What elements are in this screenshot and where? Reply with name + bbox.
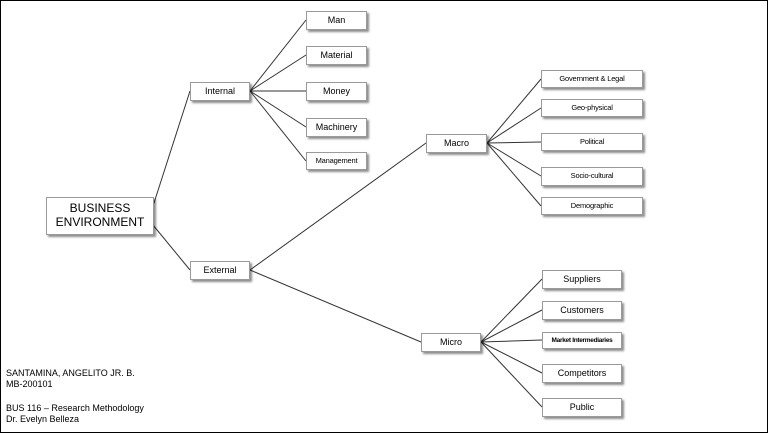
internal-label: Internal xyxy=(204,85,236,96)
government-legal-label: Government & Legal xyxy=(559,73,625,83)
material-label: Material xyxy=(320,49,353,60)
link-internal-material xyxy=(249,54,307,92)
management-label: Management xyxy=(315,155,358,165)
author-id: MB-200101 xyxy=(6,379,53,389)
link-micro-market xyxy=(480,339,543,343)
root-node: BUSINESS ENVIRONMENT xyxy=(46,197,154,235)
macro-label: Macro xyxy=(443,137,469,148)
man-label: Man xyxy=(327,14,346,25)
customers-label: Customers xyxy=(560,304,604,315)
node-public: Public xyxy=(542,398,622,417)
node-man: Man xyxy=(306,11,367,30)
instructor-name: Dr. Evelyn Belleza xyxy=(6,414,80,424)
node-management: Management xyxy=(306,152,367,170)
node-competitors: Competitors xyxy=(542,364,622,383)
node-material: Material xyxy=(306,46,367,65)
node-customers: Customers xyxy=(542,301,622,320)
link-macro-gov xyxy=(486,78,542,144)
political-label: Political xyxy=(579,136,605,146)
author-block: SANTAMINA, ANGELITO JR. B. MB-200101 xyxy=(6,368,135,390)
micro-label: Micro xyxy=(440,336,462,347)
public-label: Public xyxy=(569,401,595,412)
link-internal-management xyxy=(249,90,307,162)
link-root-external xyxy=(152,224,191,271)
link-macro-geo xyxy=(486,107,542,144)
link-macro-political xyxy=(486,141,542,144)
geo-physical-label: Geo-physical xyxy=(571,102,613,112)
node-macro: Macro xyxy=(426,134,487,153)
demographic-label: Demographic xyxy=(570,200,614,210)
link-micro-competitors xyxy=(480,341,543,374)
node-market-intermediaries: Market Intermediaries xyxy=(542,332,622,349)
root-label: BUSINESS ENVIRONMENT xyxy=(55,201,145,229)
node-geo-physical: Geo-physical xyxy=(541,99,643,117)
node-socio-cultural: Socio-cultural xyxy=(541,167,643,186)
node-machinery: Machinery xyxy=(306,118,367,137)
course-block: BUS 116 – Research Methodology Dr. Evely… xyxy=(6,403,144,425)
node-suppliers: Suppliers xyxy=(542,270,622,289)
node-demographic: Demographic xyxy=(541,197,643,215)
node-political: Political xyxy=(541,133,643,151)
link-internal-man xyxy=(249,19,307,92)
link-micro-customers xyxy=(480,309,543,343)
node-internal: Internal xyxy=(190,82,250,101)
socio-cultural-label: Socio-cultural xyxy=(570,171,614,181)
link-micro-suppliers xyxy=(480,278,543,343)
suppliers-label: Suppliers xyxy=(563,273,601,284)
link-external-macro xyxy=(249,142,427,271)
money-label: Money xyxy=(322,85,350,96)
competitors-label: Competitors xyxy=(557,367,607,378)
author-name: SANTAMINA, ANGELITO JR. B. xyxy=(6,368,135,378)
node-external: External xyxy=(190,261,250,280)
link-macro-socio xyxy=(486,142,542,177)
external-label: External xyxy=(203,264,237,275)
machinery-label: Machinery xyxy=(315,121,358,132)
link-external-micro xyxy=(249,269,422,343)
node-government-legal: Government & Legal xyxy=(541,70,643,88)
market-intermediaries-label: Market Intermediaries xyxy=(551,336,613,344)
node-micro: Micro xyxy=(421,333,481,352)
course-title: BUS 116 – Research Methodology xyxy=(6,403,144,413)
link-micro-public xyxy=(480,341,543,408)
link-macro-demo xyxy=(486,142,542,207)
link-internal-machinery xyxy=(249,90,307,128)
node-money: Money xyxy=(306,82,367,101)
link-root-internal xyxy=(152,90,191,207)
